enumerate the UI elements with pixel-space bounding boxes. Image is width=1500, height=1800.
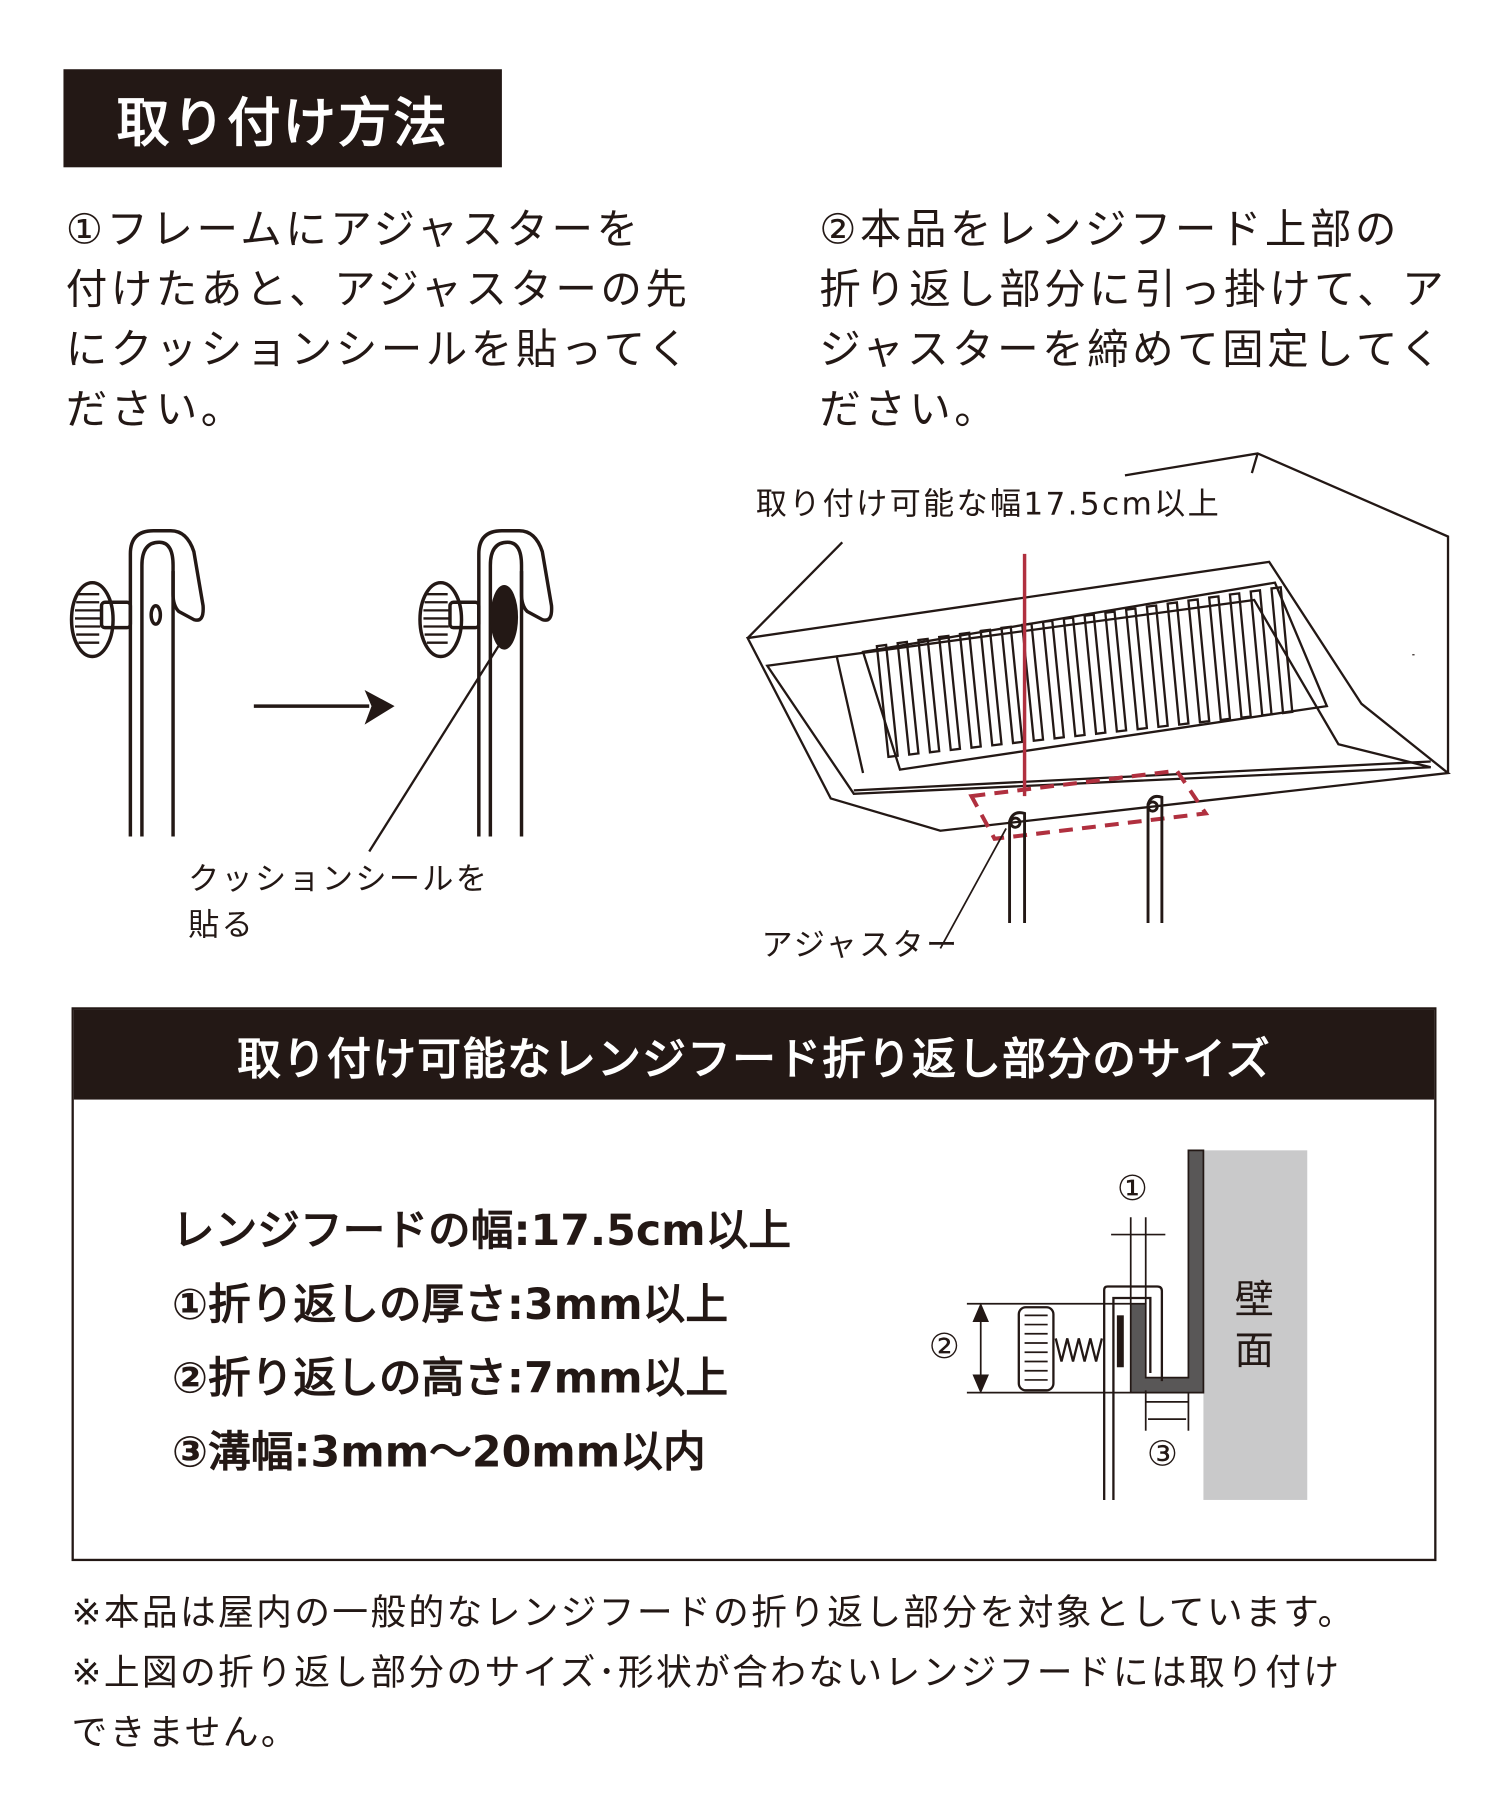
filter-slat [958,631,982,749]
filter-slat [1124,607,1149,731]
fold-area-dashed-outline [968,768,1210,841]
filter-slat [1249,589,1273,717]
spec-list: レンジフードの幅:17.5cm以上 ①折り返しの厚さ:3mm以上 ②折り返しの高… [172,1194,791,1489]
marker-1: ① [1116,1168,1148,1210]
filter-slat [896,640,920,756]
adjuster-leader-line [939,828,1007,949]
filter-slat [1145,604,1169,729]
cushion-seal-icon [1116,1315,1124,1368]
wall-label: 壁 面 [1234,1277,1274,1375]
filter-slat [1000,625,1024,745]
range-hood-icon [745,452,1451,832]
adjuster-frame-icon [1008,794,1164,924]
filter-slat [979,628,1003,747]
hood-filter-slats [875,585,1294,759]
filter-slat [875,643,899,759]
filter-slat [1187,598,1211,724]
size-section: 取り付け可能なレンジフード折り返し部分のサイズ レンジフードの幅:17.5cm以… [71,1007,1437,1562]
mountable-width-label: 取り付け可能な幅17.5cm以上 [755,486,1222,523]
note-1: ※本品は屋内の一般的なレンジフードの折り返し部分を対象としています。 [71,1592,1356,1634]
filter-slat [1062,616,1086,738]
filter-slat [1207,595,1232,722]
leader-line [368,645,500,853]
filter-slat [1041,619,1066,740]
frame-hook-before-icon [69,529,205,837]
filter-slat [1228,592,1252,719]
spec-width: レンジフードの幅:17.5cm以上 [171,1205,792,1256]
spec-height: ②折り返しの高さ:7mm以上 [171,1353,729,1404]
dimension-markers [966,1217,1190,1431]
cushion-seal-label: クッションシールを 貼る [188,861,490,944]
notes: ※本品は屋内の一般的なレンジフードの折り返し部分を対象としています。 ※上図の折… [72,1583,1457,1763]
filter-slat [1270,585,1294,715]
marker-3: ③ [1146,1434,1178,1475]
filter-slat [1166,601,1190,726]
note-3: できません。 [71,1712,299,1754]
wall-surface [1203,1150,1308,1500]
arrow-right-icon [253,689,395,725]
filter-slat [1083,613,1107,736]
frame-section-icon [1017,1285,1164,1500]
spec-thickness: ①折り返しの厚さ:3mm以上 [171,1279,729,1330]
cushion-seal-icon [490,584,519,650]
spec-groove-width: ③溝幅:3mm〜20mm以内 [171,1427,706,1477]
note-2: ※上図の折り返し部分のサイズ･形状が合わないレンジフードには取り付け [71,1652,1342,1694]
adjuster-label: アジャスター [761,927,960,964]
page-title: 取り付け方法 [63,69,502,168]
step-2-text: ②本品をレンジフード上部の 折り返し部分に引っ掛けて、ア ジャスターを締めて固定… [819,206,1448,434]
frame-hook-after-icon [418,529,554,837]
filter-slat [1104,610,1128,733]
filter-slat [917,637,941,754]
step-1-text: ①フレームにアジャスターを 付けたあと、アジャスターの先 にクッションシールを貼… [65,206,693,434]
filter-slat [937,634,962,752]
filter-slat [1021,622,1045,743]
size-section-heading: 取り付け可能なレンジフード折り返し部分のサイズ [73,1009,1435,1100]
marker-2: ② [928,1326,960,1368]
